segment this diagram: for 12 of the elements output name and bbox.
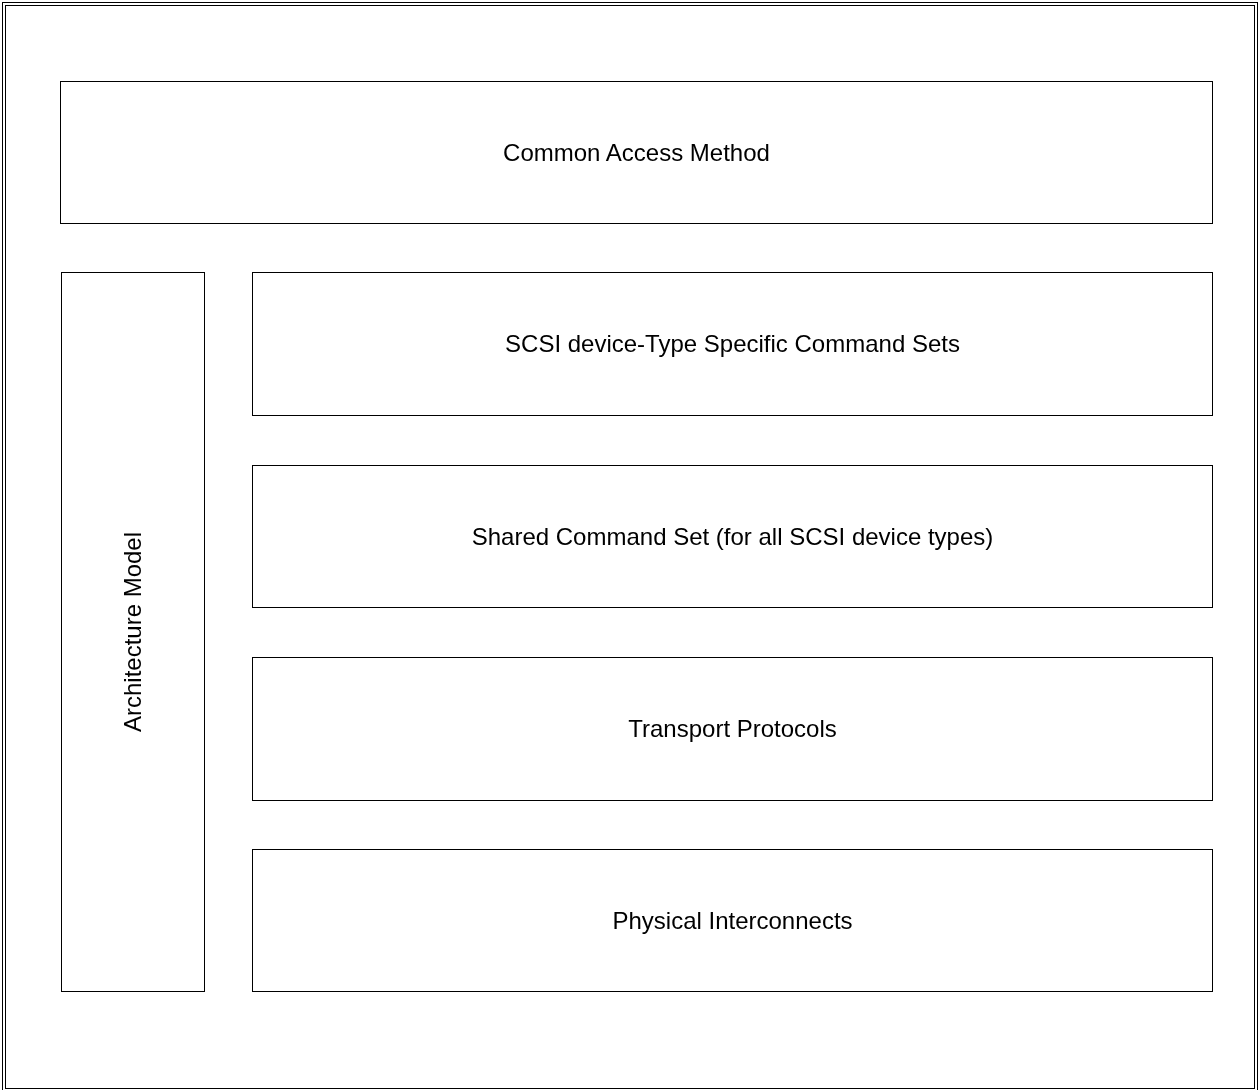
layer-box [60, 81, 1213, 224]
layer-label: Shared Command Set (for all SCSI device types) [471, 522, 994, 551]
layer-box [252, 657, 1213, 801]
layer-label: Common Access Method [503, 138, 770, 167]
layer-label: Transport Protocols [628, 715, 837, 743]
layer-label: Physical Interconnects [612, 906, 853, 935]
layer-label: SCSI device-Type Specific Command Sets [505, 330, 960, 358]
layer-box [252, 465, 1213, 608]
layer-box [252, 272, 1213, 416]
layer-label: Architecture Model [119, 531, 147, 733]
layer-box [61, 272, 205, 992]
layer-box [252, 849, 1213, 992]
